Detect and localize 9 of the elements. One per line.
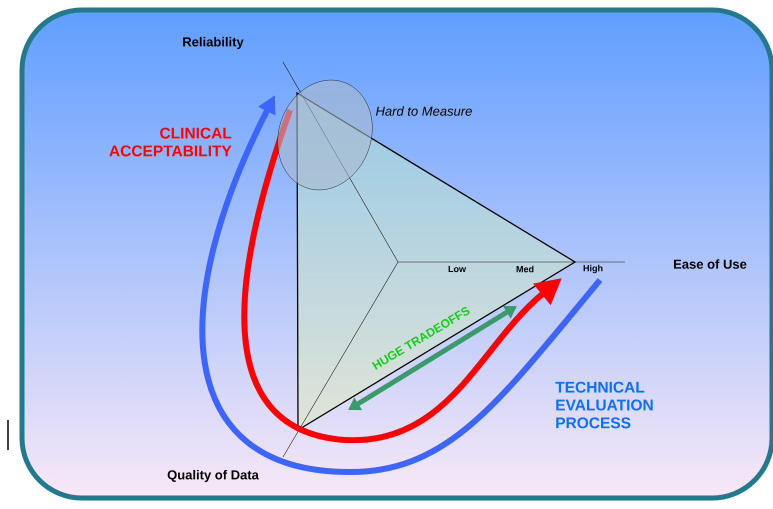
tick-label: Med	[516, 266, 534, 272]
axis-label: Ease of Use	[674, 259, 746, 269]
arrow-label: TECHNICAL EVALUATION PROCESS	[555, 382, 653, 428]
tick-label: Low	[448, 266, 466, 272]
ellipse-caption: Hard to Measure	[376, 106, 472, 116]
axis-label: Quality of Data	[168, 470, 259, 482]
axis-label: Reliability	[183, 36, 244, 50]
tick-label: High	[584, 264, 602, 274]
arrow-label: CLINICAL ACCEPTABILITY	[109, 128, 232, 156]
